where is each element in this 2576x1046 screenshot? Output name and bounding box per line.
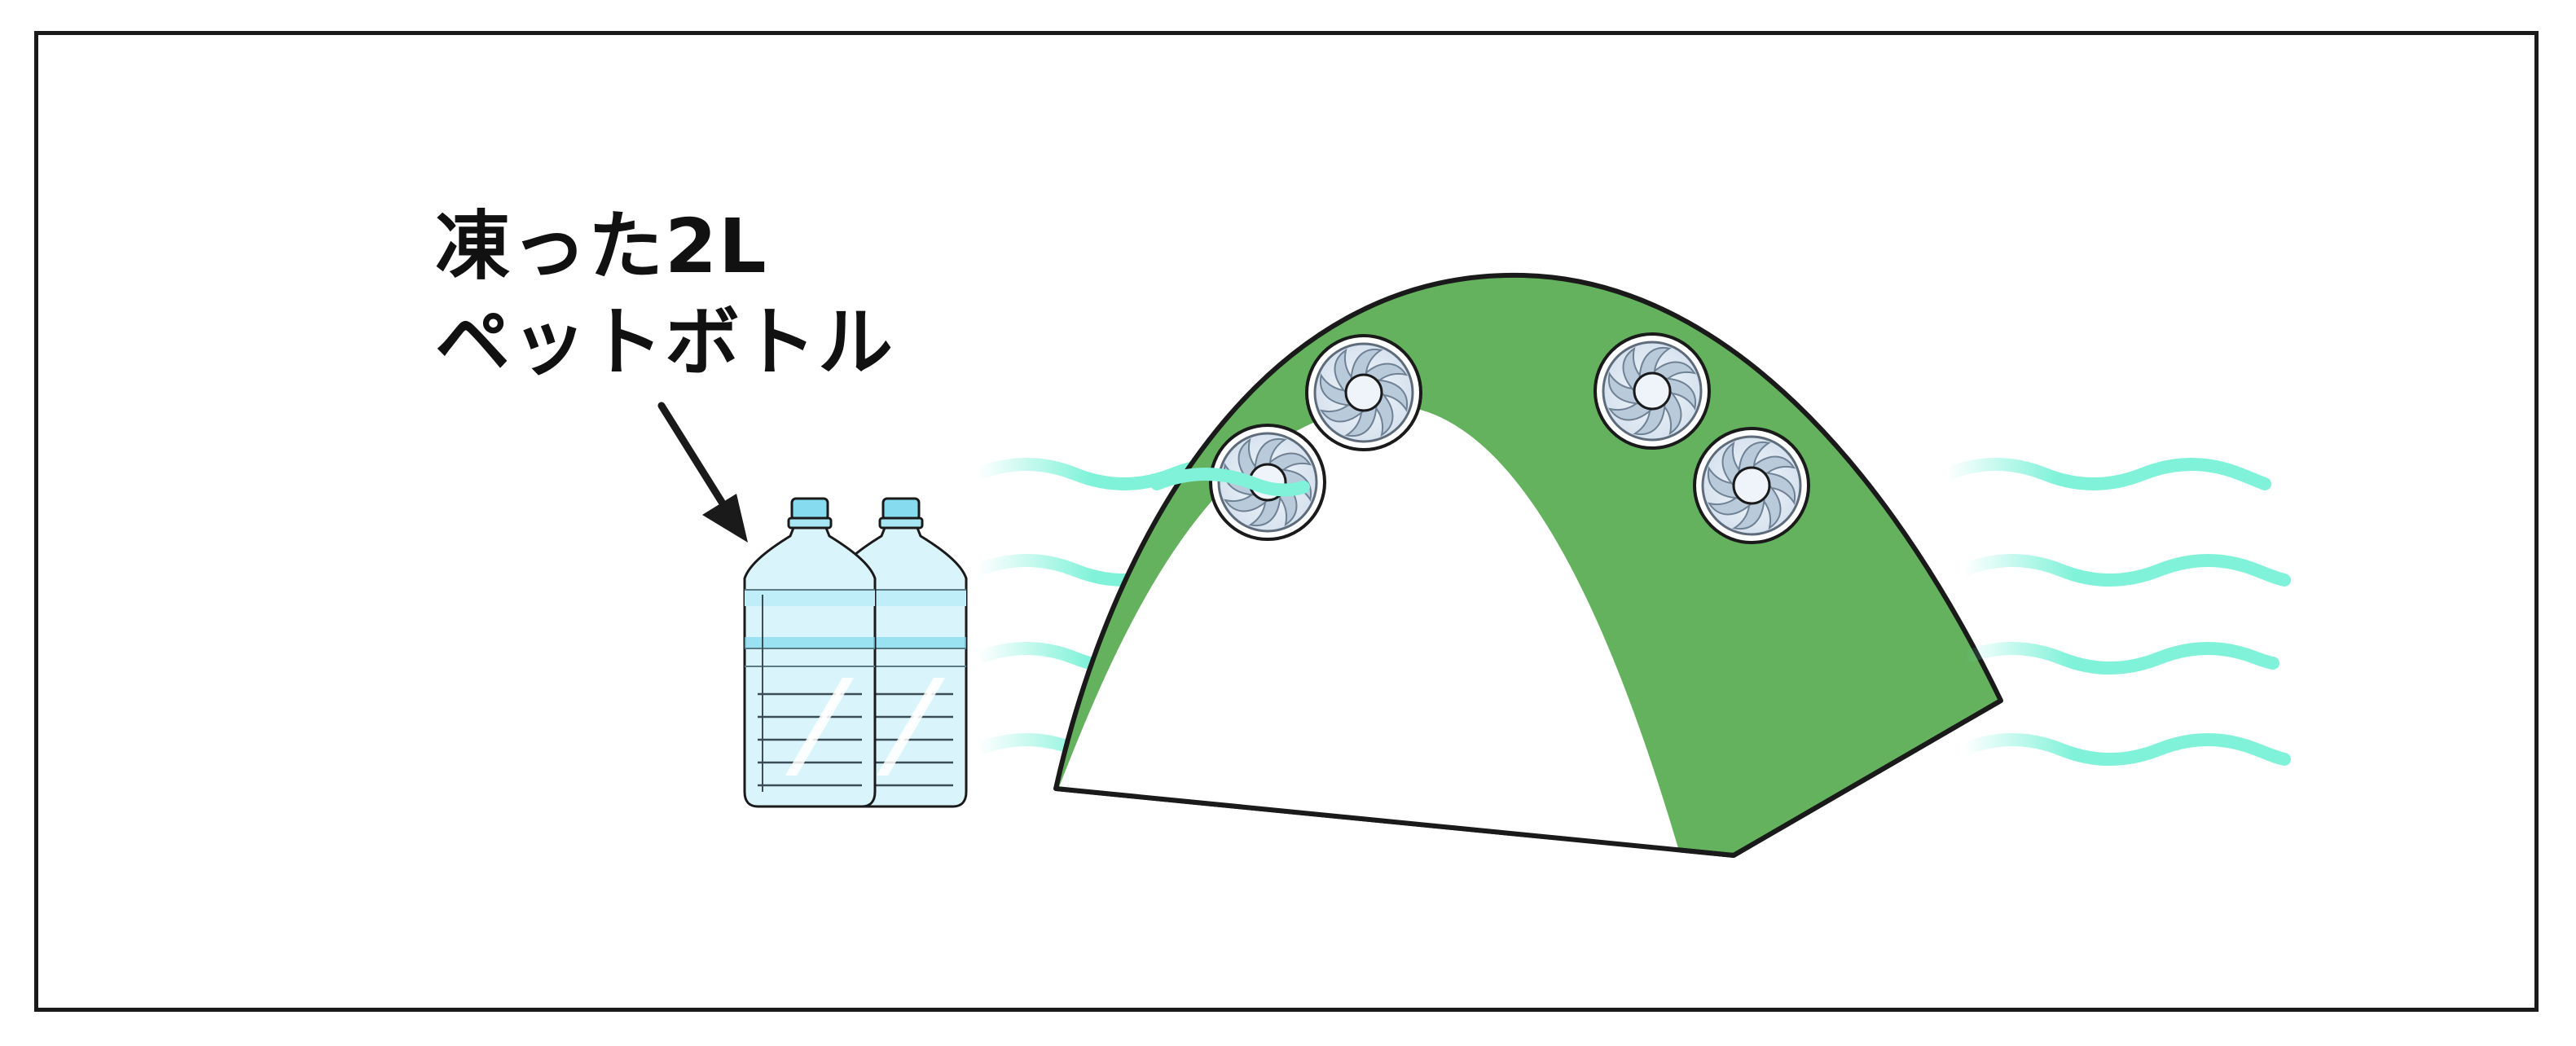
fan-icon — [1305, 334, 1422, 451]
fan-icon — [1693, 427, 1810, 544]
bottle-label-line1: 凍った2L — [435, 203, 768, 290]
fan-icon — [1594, 332, 1711, 450]
bottle-label-line2: ペットボトル — [435, 299, 895, 386]
cool-airflow-icon — [1150, 468, 1310, 497]
frozen-2l-bottle-icon — [743, 497, 968, 808]
bottle-label: 凍った2L ペットボトル — [435, 199, 895, 391]
pointer-arrow-icon — [657, 402, 748, 543]
cool-airflow-icon — [1941, 458, 2291, 766]
tent-icon — [1053, 272, 2003, 858]
